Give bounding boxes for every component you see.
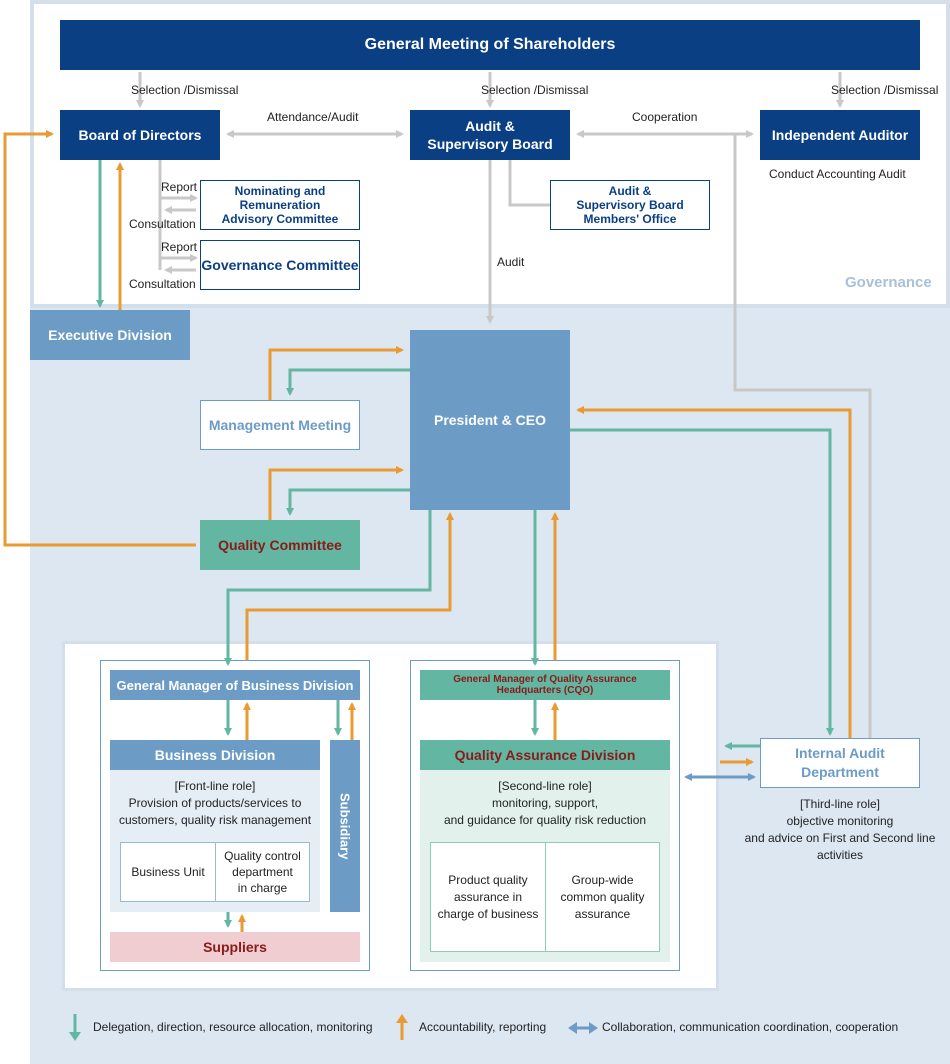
business-division-header: Business Division bbox=[110, 740, 320, 770]
executive-division-box: Executive Division bbox=[30, 310, 190, 360]
asb-office-box: Audit & Supervisory Board Members' Offic… bbox=[550, 180, 710, 230]
selection-label-auditor: Selection /Dismissal bbox=[831, 83, 939, 97]
gm-business-division-box: General Manager of Business Division bbox=[110, 670, 360, 700]
executive-division-label: Executive Division bbox=[48, 327, 172, 343]
nominating-committee-box: Nominating and Remuneration Advisory Com… bbox=[200, 180, 360, 230]
quality-committee-label: Quality Committee bbox=[218, 537, 342, 553]
asb-office-label: Audit & Supervisory Board Members' Offic… bbox=[576, 184, 684, 226]
gm-quality-assurance-label: General Manager of Quality Assurance Hea… bbox=[453, 674, 637, 696]
independent-auditor-box: Independent Auditor bbox=[760, 110, 920, 160]
legend-blue-double-arrow-icon bbox=[568, 1022, 598, 1034]
legend: Delegation, direction, resource allocati… bbox=[62, 1010, 942, 1046]
gm-business-division-label: General Manager of Business Division bbox=[116, 677, 354, 693]
legend-collaboration-text: Collaboration, communication coordinatio… bbox=[602, 1020, 899, 1034]
audit-supervisory-board-label: Audit & Supervisory Board bbox=[427, 118, 553, 152]
shareholders-label: General Meeting of Shareholders bbox=[364, 36, 616, 53]
cooperation-label: Cooperation bbox=[632, 110, 698, 124]
consultation-label-2: Consultation bbox=[129, 277, 196, 291]
suppliers-label: Suppliers bbox=[203, 939, 267, 955]
board-of-directors-label: Board of Directors bbox=[78, 127, 202, 143]
group-quality-assurance-box: Group-wide common quality assurance bbox=[545, 842, 660, 952]
management-meeting-label: Management Meeting bbox=[208, 417, 352, 433]
board-of-directors-box: Board of Directors bbox=[60, 110, 220, 160]
front-line-role-text: [Front-line role] Provision of products/… bbox=[118, 779, 312, 827]
legend-accountability-text: Accountability, reporting bbox=[419, 1020, 547, 1034]
management-meeting-box: Management Meeting bbox=[200, 400, 360, 450]
subsidiary-label: Subsidiary bbox=[337, 792, 353, 860]
quality-assurance-division-header: Quality Assurance Division bbox=[420, 740, 670, 770]
business-unit-label: Business Unit bbox=[131, 865, 205, 879]
third-line-role-text: [Third-line role] objective monitoring a… bbox=[744, 797, 936, 862]
business-unit-box: Business Unit bbox=[120, 842, 216, 902]
second-line-role-text: [Second-line role] monitoring, support, … bbox=[443, 779, 647, 827]
conduct-accounting-audit-label: Conduct Accounting Audit bbox=[769, 167, 906, 181]
attendance-audit-label: Attendance/Audit bbox=[267, 110, 359, 124]
selection-label-board: Selection /Dismissal bbox=[131, 83, 239, 97]
consultation-label-1: Consultation bbox=[129, 217, 196, 231]
gm-quality-assurance-box: General Manager of Quality Assurance Hea… bbox=[420, 670, 670, 700]
governance-committee-box: Governance Committee bbox=[200, 240, 360, 290]
legend-icons bbox=[69, 1014, 598, 1041]
president-ceo-box: President & CEO bbox=[410, 330, 570, 510]
quality-control-department-box: Quality control department in charge bbox=[215, 842, 310, 902]
legend-delegation-text: Delegation, direction, resource allocati… bbox=[93, 1020, 373, 1034]
business-division-label: Business Division bbox=[154, 747, 276, 763]
independent-auditor-label: Independent Auditor bbox=[771, 127, 909, 143]
product-quality-assurance-box: Product quality assurance in charge of b… bbox=[430, 842, 546, 952]
internal-audit-department-box: Internal Audit Department bbox=[760, 738, 920, 788]
audit-label: Audit bbox=[497, 255, 525, 269]
nominating-committee-label: Nominating and Remuneration Advisory Com… bbox=[221, 184, 339, 226]
quality-assurance-division-label: Quality Assurance Division bbox=[454, 747, 636, 763]
suppliers-box: Suppliers bbox=[110, 932, 360, 962]
quality-control-department-label: Quality control department in charge bbox=[224, 849, 301, 895]
legend-teal-arrow-icon bbox=[69, 1014, 81, 1041]
selection-label-asb: Selection /Dismissal bbox=[481, 83, 589, 97]
group-quality-assurance-label: Group-wide common quality assurance bbox=[560, 872, 645, 921]
report-label-2: Report bbox=[161, 240, 198, 254]
internal-audit-department-label: Internal Audit Department bbox=[795, 745, 885, 780]
report-label-1: Report bbox=[161, 180, 198, 194]
governance-committee-label: Governance Committee bbox=[201, 257, 359, 273]
audit-supervisory-board-box: Audit & Supervisory Board bbox=[410, 110, 570, 160]
shareholders-box: General Meeting of Shareholders bbox=[60, 20, 920, 70]
product-quality-assurance-label: Product quality assurance in charge of b… bbox=[437, 872, 539, 921]
legend-orange-arrow-icon bbox=[396, 1014, 408, 1040]
president-ceo-label: President & CEO bbox=[433, 412, 547, 428]
subsidiary-box: Subsidiary bbox=[330, 740, 360, 912]
governance-region-label: Governance bbox=[845, 274, 932, 291]
quality-committee-box: Quality Committee bbox=[200, 520, 360, 570]
